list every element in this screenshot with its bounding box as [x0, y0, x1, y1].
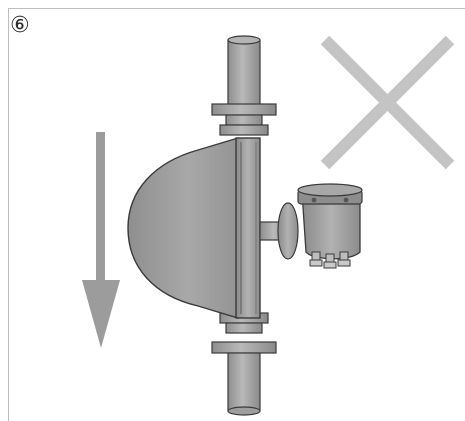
meter-housing: [127, 137, 261, 319]
lower-pipe: [211, 312, 277, 416]
flow-direction-arrow-icon: [82, 132, 120, 348]
transmitter-neck: [259, 202, 299, 260]
panel-frame: [8, 8, 465, 421]
mass-flow-meter-icon: [127, 35, 363, 416]
upper-pipe: [211, 35, 277, 136]
transmitter-head: [297, 183, 363, 269]
step-number-label: ⑥: [10, 13, 30, 38]
not-allowed-cross-icon: [320, 35, 455, 170]
